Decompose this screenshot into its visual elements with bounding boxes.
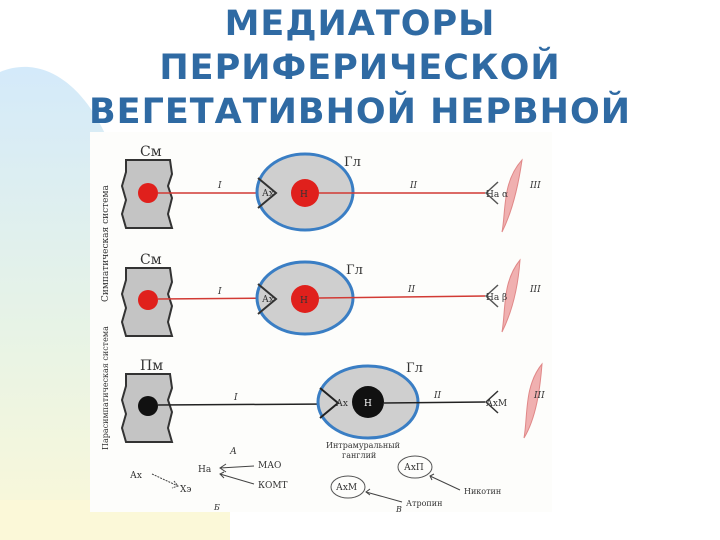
synapse-1-label: Ах	[262, 295, 274, 305]
receptor-axm-circle	[330, 475, 366, 499]
fiber-2-label: II	[409, 181, 418, 191]
background-wave	[0, 66, 112, 540]
synapse-1b-label: Н	[300, 296, 308, 306]
panel-label-v: В	[395, 505, 402, 512]
synapse-1b-label: Н	[364, 399, 372, 409]
legend-section: А Б В Ах Хэ На МАО КОМТ АхП АхМ Никотин …	[130, 447, 501, 512]
synapse-2-label: АхМ	[486, 399, 507, 409]
postganglionic-fiber	[383, 401, 486, 404]
legend-mao: МАО	[258, 461, 281, 471]
diagram-canvas: Симпатическая система Парасимпатическая …	[101, 144, 545, 512]
synapse-2-label: На	[486, 190, 500, 200]
synapse-terminal	[257, 283, 278, 315]
intramural-label-line-1: Интрамуральный	[326, 441, 400, 450]
synapse-2b-label: α	[502, 190, 508, 200]
synapse-terminal	[257, 177, 278, 209]
legend-xe: Хэ	[180, 485, 191, 495]
receptor-axp-circle	[397, 455, 433, 479]
ganglion-neuron	[352, 386, 384, 418]
effector-synapse-terminal	[484, 284, 499, 308]
center-label: См	[140, 252, 162, 268]
legend-na: На	[198, 465, 212, 475]
legend-axp: АхП	[404, 463, 424, 473]
arrow-ax-xe	[151, 473, 179, 489]
synapse-2b-label: β	[502, 293, 507, 303]
side-label-sympathetic: Симпатическая система	[101, 185, 111, 302]
arrow-mao	[219, 463, 255, 473]
intramural-label-line-2: ганглий	[342, 451, 376, 460]
legend-ax: Ах	[130, 471, 142, 481]
legend-axm: АхМ	[336, 483, 357, 493]
row-1: См Гл I II Ах Н На α III	[120, 144, 541, 233]
mediator-diagram: Симпатическая система Парасимпатическая …	[90, 132, 552, 512]
title-line-2: ПЕРИФЕРИЧЕСКОЙ	[159, 48, 561, 88]
arrow-komt	[219, 471, 255, 485]
legend-nicotine: Никотин	[464, 487, 501, 496]
ganglion-neuron	[291, 179, 319, 207]
arrow-nicotine	[429, 473, 461, 491]
organ-label: III	[529, 181, 541, 191]
fiber-1-label: I	[217, 181, 222, 191]
row-3: Пм Гл I II Ах Н АхМ III Интрамуральный г…	[120, 358, 545, 460]
fiber-1-label: I	[233, 393, 238, 403]
effector-organ	[501, 258, 521, 333]
row-2: См Гл I II Ах Н На β III	[120, 252, 541, 337]
neuron-soma	[138, 396, 158, 416]
title-line-3: ВЕГЕТАТИВНОЙ НЕРВНОЙ	[89, 92, 631, 130]
synapse-1b-label: Н	[300, 190, 308, 200]
effector-organ	[501, 158, 523, 233]
fiber-1-label: I	[217, 287, 222, 297]
ganglion-label: Гл	[344, 155, 361, 170]
fiber-2-label: II	[433, 391, 442, 401]
effector-organ	[523, 362, 543, 439]
side-label-parasympathetic: Парасимпатическая система	[101, 326, 110, 450]
panel-label-a: А	[229, 447, 237, 457]
legend-komt: КОМТ	[258, 481, 288, 491]
fiber-2-label: II	[407, 285, 416, 295]
effector-synapse-terminal	[484, 181, 499, 205]
neuron-soma	[138, 183, 158, 203]
legend-atropine: Атропин	[406, 499, 442, 508]
synapse-1-label: Ах	[336, 399, 348, 409]
organ-label: III	[533, 391, 545, 401]
arrow-atropine	[365, 488, 403, 503]
title-line-1: МЕДИАТОРЫ	[224, 4, 496, 44]
postganglionic-fiber	[318, 295, 486, 299]
center-label: См	[140, 144, 162, 160]
organ-label: III	[529, 285, 541, 295]
ganglion-label: Гл	[346, 263, 363, 278]
panel-label-b: Б	[213, 503, 220, 512]
center-label: Пм	[140, 358, 163, 374]
synapse-2-label: На	[486, 293, 500, 303]
preganglionic-fiber	[157, 403, 331, 406]
ganglion-label: Гл	[406, 361, 423, 376]
slide-title: МЕДИАТОРЫ ПЕРИФЕРИЧЕСКОЙ ВЕГЕТАТИВНОЙ НЕ…	[0, 2, 720, 130]
effector-synapse-terminal	[484, 390, 499, 414]
ganglion-neuron	[291, 285, 319, 313]
neuron-soma	[138, 290, 158, 310]
synapse-terminal	[319, 387, 340, 419]
synapse-1-label: Ах	[262, 189, 274, 199]
